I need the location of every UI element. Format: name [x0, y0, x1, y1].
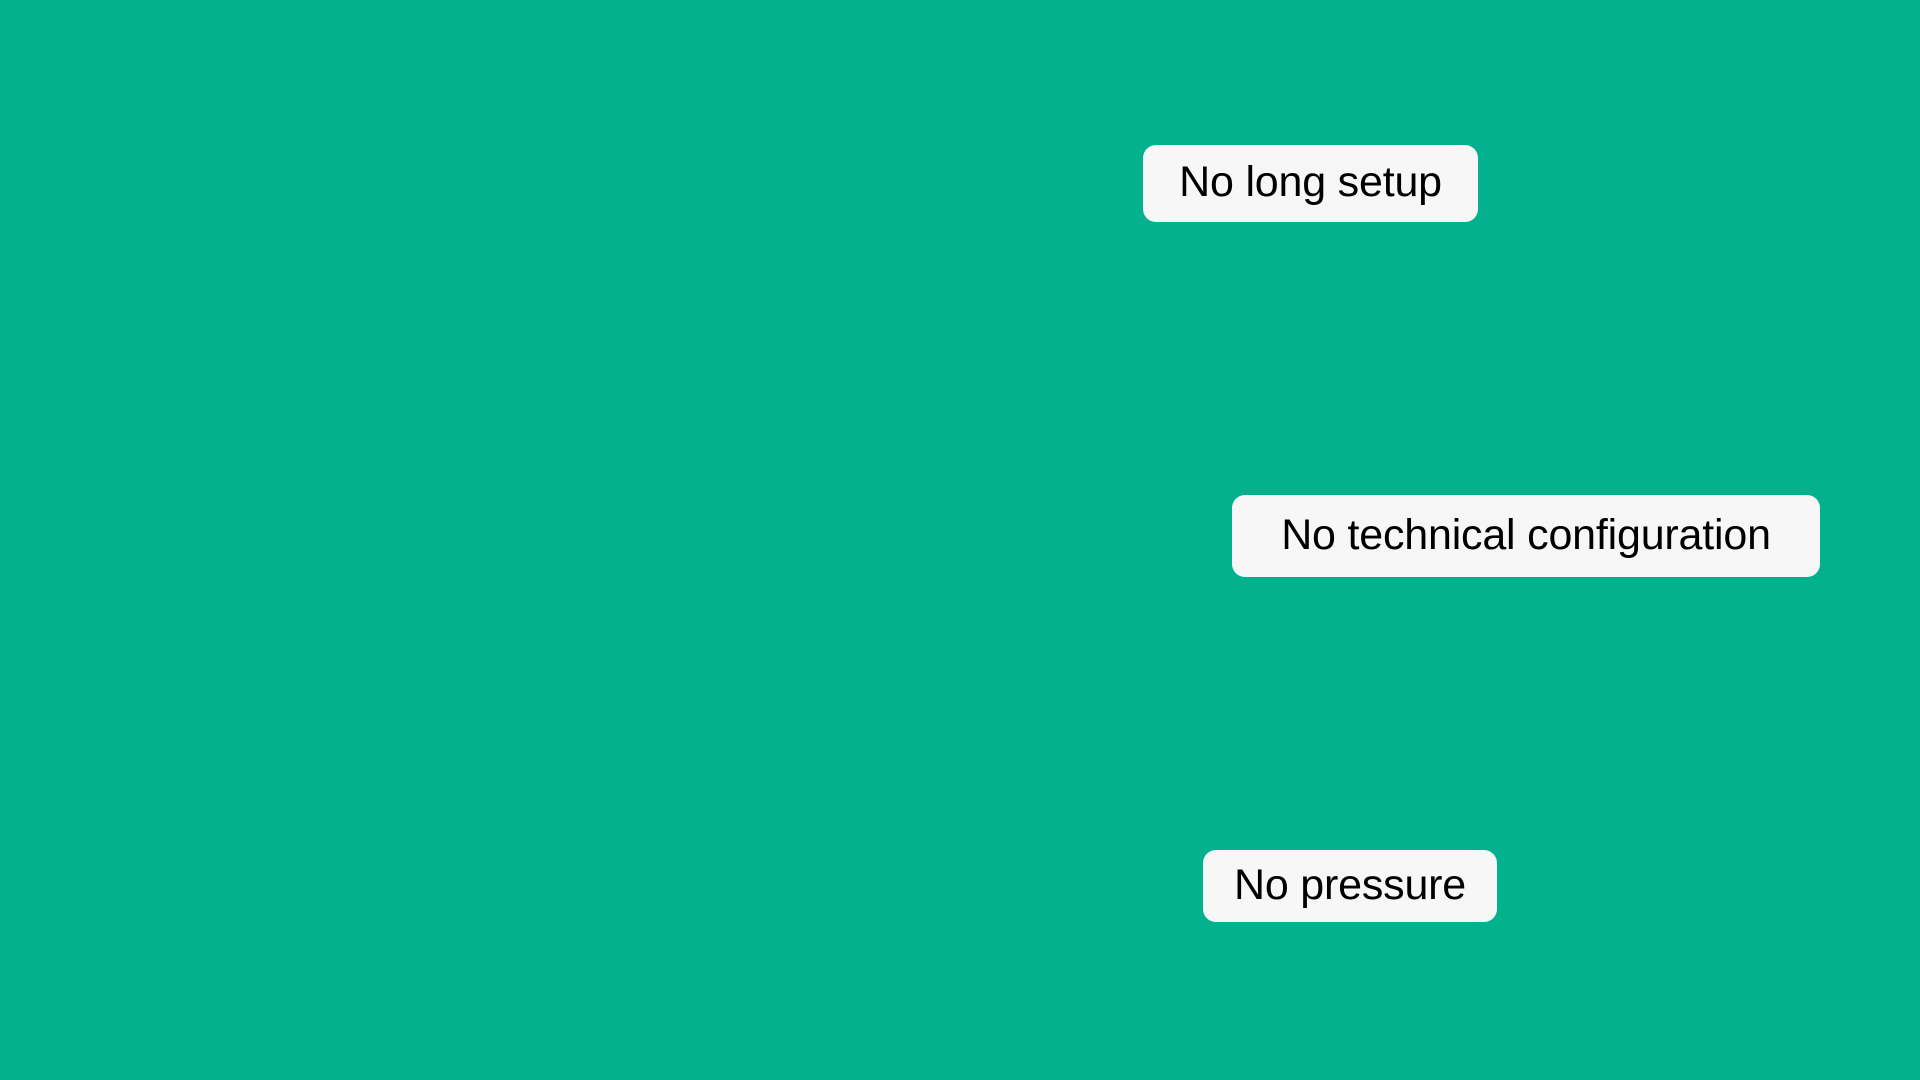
badge-label: No pressure — [1233, 860, 1466, 909]
badge-no-pressure: No pressure — [1203, 850, 1497, 922]
badge-no-long-setup: No long setup — [1143, 145, 1478, 222]
badge-label: No long setup — [1179, 158, 1442, 206]
badge-no-technical-configuration: No technical configuration — [1232, 495, 1820, 577]
badge-label: No technical configuration — [1281, 510, 1771, 559]
